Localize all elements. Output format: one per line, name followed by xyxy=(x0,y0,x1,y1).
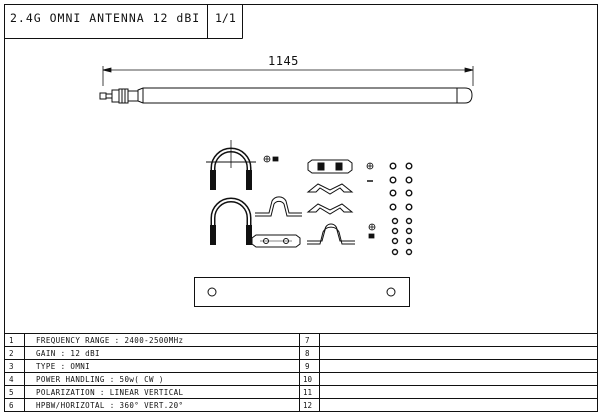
title-block xyxy=(4,4,243,39)
omega-bracket-2 xyxy=(307,223,355,245)
sheet-number: 1/1 xyxy=(215,11,236,25)
spec-row-text: HPBW/HORIZOTAL : 360° VERT.20° xyxy=(36,401,184,410)
drawing-title: 2.4G OMNI ANTENNA 12 dBI xyxy=(10,11,201,25)
drawing-frame xyxy=(4,4,598,412)
nut-grid-upper xyxy=(389,162,413,211)
spec-row-text: GAIN : 12 dBI xyxy=(36,349,100,358)
clamp-plate-1 xyxy=(251,234,301,248)
bolt-small xyxy=(263,155,279,163)
omega-bracket-1 xyxy=(255,196,302,217)
bolt-set-lower xyxy=(368,223,376,239)
mounting-plate xyxy=(194,277,410,307)
spec-row-number: 3 xyxy=(9,362,14,371)
v-bracket-2 xyxy=(306,203,354,215)
spec-row-number: 7 xyxy=(305,336,310,345)
antenna-body xyxy=(99,87,473,104)
clamp-plate-2 xyxy=(307,159,353,174)
spec-row-text: POWER HANDLING : 50w( CW ) xyxy=(36,375,164,384)
spec-row-number: 1 xyxy=(9,336,14,345)
spec-row-number: 4 xyxy=(9,375,14,384)
spec-row-number: 10 xyxy=(303,375,313,384)
u-bolt-large xyxy=(210,197,252,245)
u-bolt-small xyxy=(206,140,256,190)
spec-row-number: 8 xyxy=(305,349,310,358)
length-dimension xyxy=(102,66,474,86)
length-dimension-label: 1145 xyxy=(268,54,299,68)
spec-row-text: TYPE : OMNI xyxy=(36,362,91,371)
spec-row-number: 12 xyxy=(303,401,313,410)
spec-table-grid xyxy=(4,333,598,412)
nut-grid-lower xyxy=(391,217,413,256)
spec-row-text: POLARIZATION : LINEAR VERTICAL xyxy=(36,388,184,397)
bolt-set-upper xyxy=(366,162,374,182)
spec-row-number: 5 xyxy=(9,388,14,397)
v-bracket-1 xyxy=(306,183,354,195)
spec-row-number: 9 xyxy=(305,362,310,371)
spec-row-number: 11 xyxy=(303,388,313,397)
spec-row-text: FREQUENCY RANGE : 2400-2500MHz xyxy=(36,336,184,345)
spec-row-number: 2 xyxy=(9,349,14,358)
spec-row-number: 6 xyxy=(9,401,14,410)
